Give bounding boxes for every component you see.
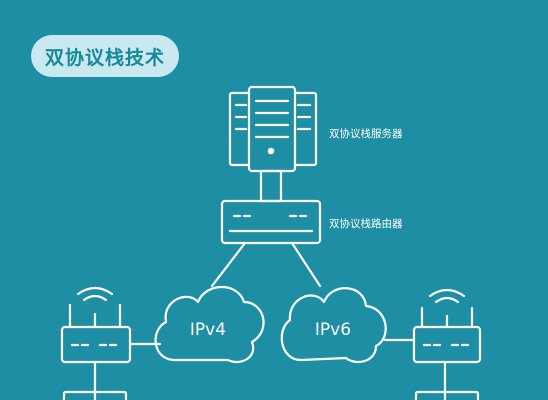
server-rack-icon (228, 85, 318, 203)
link-router-ipv6 (290, 241, 322, 288)
link-router-ipv4 (210, 241, 247, 288)
page-title: 双协议栈技术 (44, 46, 165, 69)
ipv4-cloud-label: IPv4 (189, 320, 227, 340)
router-label: 双协议栈路由器 (329, 218, 403, 230)
title-badge: 双协议栈技术 (31, 35, 179, 77)
cloud-icon-ipv6 (280, 287, 387, 364)
ipv6-cloud-label: IPv6 (314, 320, 352, 340)
server-label: 双协议栈服务器 (329, 128, 403, 140)
router-icon (220, 199, 322, 245)
cloud-icon-ipv4 (154, 286, 265, 364)
bottom-device-right (414, 390, 480, 400)
wifi-router-icon-right (412, 288, 482, 364)
connection-lines (93, 241, 447, 400)
wifi-router-icon-left (60, 286, 132, 364)
bottom-device-left (62, 390, 128, 400)
